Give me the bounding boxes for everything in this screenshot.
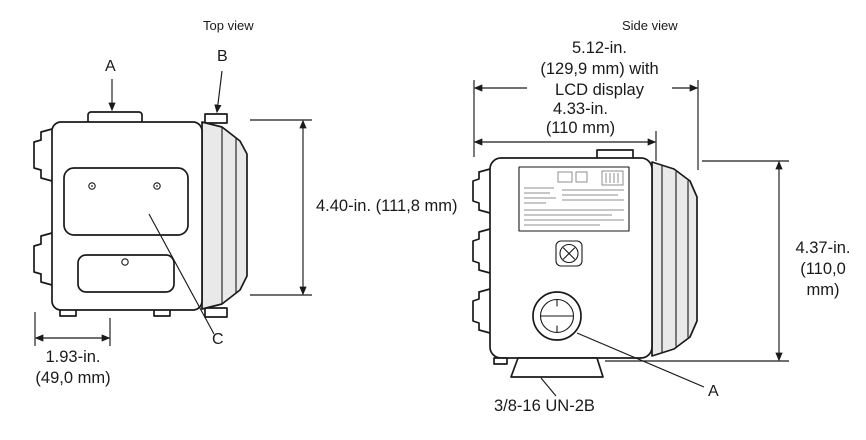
top-view-left-flange-lower bbox=[33, 232, 53, 286]
dim-height-label-side-view: 4.37-in. (110,0 mm) bbox=[782, 238, 864, 301]
side-view-left-tab bbox=[472, 288, 491, 334]
dim-flange-width-in: 1.93-in. bbox=[45, 348, 101, 366]
thread-spec-label: 3/8-16 UN-2B bbox=[494, 397, 595, 415]
side-view-lcd-cover bbox=[651, 161, 698, 357]
dim-height-in: 4.37-in. bbox=[795, 239, 851, 257]
dim-lcd-width-label: 5.12-in. (129,9 mm) with LCD display bbox=[527, 38, 672, 101]
side-view-drawing bbox=[472, 80, 789, 397]
callout-a-top: A bbox=[105, 58, 116, 75]
dim-lcd-width-mm: (129,9 mm) with bbox=[540, 60, 659, 78]
top-view-left-flange-upper bbox=[33, 128, 53, 182]
threaded-flange bbox=[510, 357, 604, 378]
dim-lcd-width-note: LCD display bbox=[555, 81, 644, 99]
side-view-title: Side view bbox=[622, 18, 678, 33]
screw bbox=[88, 182, 96, 190]
dim-height-label-top-view: 4.40-in. (111,8 mm) bbox=[316, 197, 458, 215]
thread-spec-leader bbox=[540, 377, 557, 397]
top-view-cover-notch-bottom bbox=[204, 307, 228, 318]
dim-height-mm: (110,0 mm) bbox=[800, 260, 846, 299]
top-view-terminal-cover bbox=[201, 121, 248, 310]
dim-body-width-label: 4.33-in. (110 mm) bbox=[523, 100, 638, 138]
callout-b-top: B bbox=[217, 48, 228, 65]
callout-a-side: A bbox=[708, 383, 719, 400]
barcode bbox=[601, 170, 624, 186]
screw bbox=[121, 258, 129, 266]
callout-c-leader bbox=[148, 213, 215, 335]
dim-body-width-mm: (110 mm) bbox=[545, 119, 616, 137]
callout-a-side-leader bbox=[576, 332, 705, 388]
nameplate bbox=[518, 166, 630, 232]
callout-c-top: C bbox=[212, 331, 224, 348]
dim-lcd-width-in: 5.12-in. bbox=[571, 39, 628, 57]
top-view-drawing bbox=[33, 70, 312, 346]
top-view-lower-recess bbox=[77, 254, 175, 293]
callout-b-leader bbox=[214, 70, 223, 114]
top-view-title: Top view bbox=[203, 18, 254, 33]
dim-body-width-in: 4.33-in. bbox=[552, 100, 609, 118]
side-view-foot bbox=[493, 357, 508, 365]
top-view-nameplate-area bbox=[63, 167, 189, 236]
conduit-connection bbox=[532, 291, 582, 341]
adjustment-emblem bbox=[555, 240, 583, 267]
dim-flange-width-label: 1.93-in. (49,0 mm) bbox=[20, 347, 126, 389]
side-view-left-tab bbox=[472, 168, 491, 214]
dim-flange-width-mm: (49,0 mm) bbox=[35, 369, 111, 387]
side-view-left-tab bbox=[472, 228, 491, 274]
screw bbox=[153, 182, 161, 190]
top-view-cover-notch-top bbox=[204, 113, 228, 124]
